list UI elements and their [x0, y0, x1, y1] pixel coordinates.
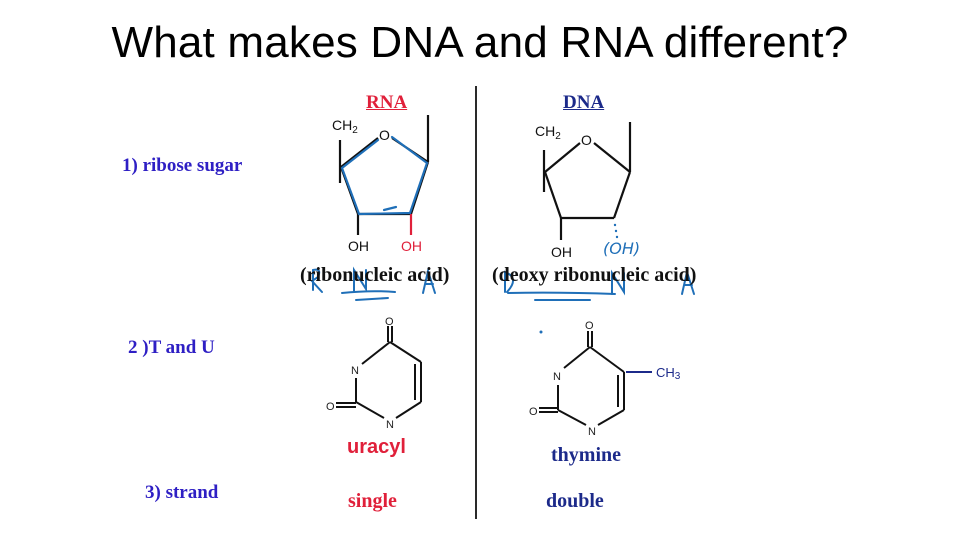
rna-ch2-label: CH2: [332, 117, 358, 136]
dna-oh-left: OH: [551, 244, 572, 260]
thymine-methyl-label: CH3: [656, 365, 681, 382]
rna-oxygen-label: O: [379, 127, 390, 143]
rna-strand: single: [348, 490, 397, 512]
dna-base-name: thymine: [551, 444, 621, 466]
row-label-sugar: 1) ribose sugar: [122, 155, 243, 176]
stray-dot: [539, 330, 543, 334]
dna-full-name: (deoxy ribonucleic acid): [492, 264, 697, 286]
uracil-atom-n3: N: [386, 419, 394, 431]
row-label-bases: 2 )T and U: [128, 337, 215, 358]
thymine-atom-o-left: O: [529, 406, 538, 418]
dna-deoxyribose-structure: [542, 122, 632, 240]
dna-heading: DNA: [563, 92, 605, 113]
uracil-structure: [336, 326, 422, 419]
uracil-atom-o-left: O: [326, 401, 335, 413]
row-label-strand: 3) strand: [145, 482, 219, 503]
rna-base-name: uracyl: [347, 436, 406, 458]
rna-ring-highlight: [340, 135, 429, 216]
thymine-atom-o-top: O: [585, 320, 594, 332]
thymine-structure: [539, 331, 625, 426]
rna-name-annotation: [310, 266, 436, 301]
column-divider: [475, 86, 477, 519]
dna-strand: double: [546, 490, 604, 512]
slide-title: What makes DNA and RNA different?: [111, 18, 849, 67]
uracil-atom-n1: N: [351, 365, 359, 377]
rna-full-name: (ribonucleic acid): [300, 264, 450, 286]
rna-oh-right: OH: [401, 238, 422, 254]
dna-missing-oh-dots: [613, 223, 619, 239]
dna-name-annotation: [504, 268, 695, 301]
dna-ch2-label: CH2: [535, 123, 561, 142]
thymine-atom-n3: N: [588, 426, 596, 438]
uracil-atom-o-top: O: [385, 316, 394, 328]
rna-oh-left: OH: [348, 238, 369, 254]
dna-oxygen-label: O: [581, 132, 592, 148]
rna-heading: RNA: [366, 92, 408, 113]
thymine-atom-n1: N: [553, 371, 561, 383]
dna-oh-annotation: (OH): [603, 239, 640, 258]
